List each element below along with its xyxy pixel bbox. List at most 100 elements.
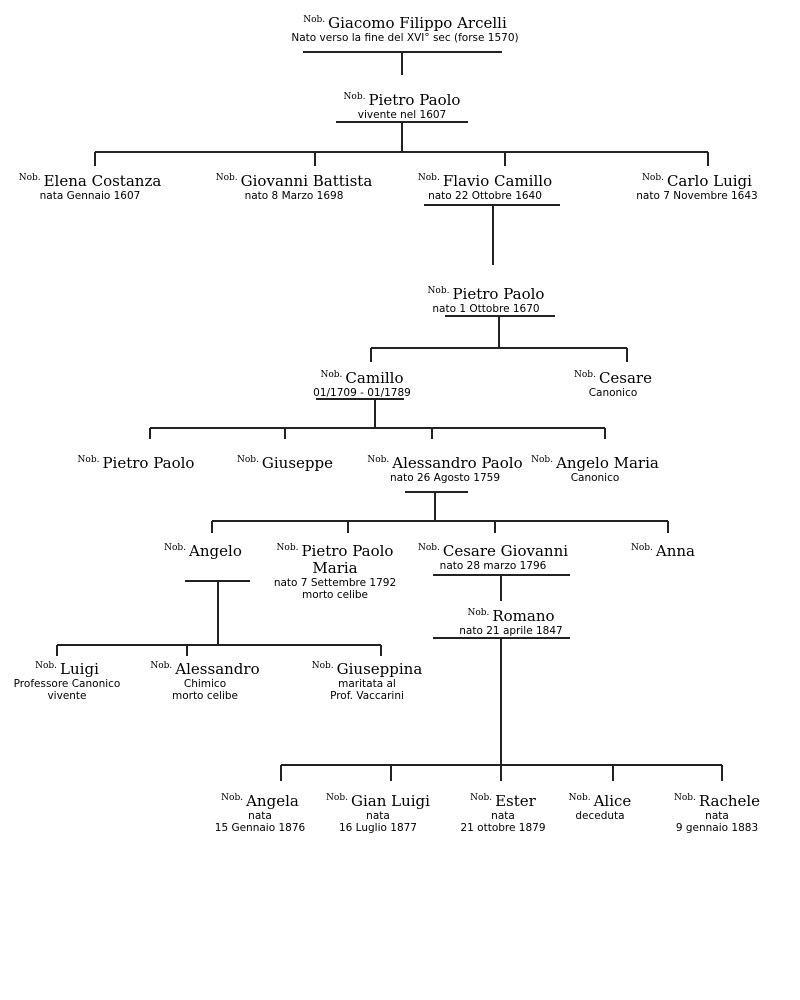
connector-line	[604, 428, 606, 439]
connector-line	[217, 581, 219, 645]
name-text: Alice	[593, 792, 632, 810]
connector-line	[401, 52, 403, 75]
name-text: Giacomo Filippo Arcelli	[328, 14, 507, 32]
title-prefix: Nob.	[77, 455, 100, 465]
connector-line	[500, 638, 502, 765]
connector-line	[211, 521, 213, 533]
name-text: Angelo Maria	[556, 454, 659, 472]
person-name: Nob.Cesare Giovanni	[343, 540, 643, 560]
title-prefix: Nob.	[467, 608, 490, 618]
name-text: Giovanni Battista	[240, 172, 373, 190]
name-text: Angela	[246, 792, 299, 810]
connector-line	[374, 399, 376, 428]
person-info: vivente	[47, 690, 87, 702]
name-text: Cesare Giovanni	[442, 542, 569, 560]
person-name: Nob.Romano	[361, 605, 661, 625]
connector-line	[721, 765, 723, 781]
title-prefix: Nob.	[326, 793, 348, 803]
connector-line	[150, 427, 605, 429]
person-name: Nob.Carlo Luigi	[547, 170, 800, 190]
person-info: nata	[366, 810, 390, 822]
name-text: Giuseppina	[336, 660, 423, 678]
connector-line	[492, 205, 494, 265]
title-prefix: Nob.	[417, 173, 440, 183]
connector-line	[380, 645, 382, 656]
title-prefix: Nob.	[531, 455, 554, 465]
person-info: 15 Gennaio 1876	[214, 822, 306, 834]
person-info: nato 1 Ottobre 1670	[432, 303, 540, 315]
person-info: Canonico	[588, 387, 638, 399]
name-text: Pietro Paolo	[368, 91, 461, 109]
person-name-line2: Maria	[312, 559, 358, 577]
person-name: Nob. Angelo	[53, 540, 353, 560]
name-text: Flavio Camillo	[442, 172, 553, 190]
title-prefix: Nob.	[276, 543, 299, 553]
title-prefix: Nob.	[150, 661, 173, 671]
title-prefix: Nob.	[470, 793, 493, 803]
person-info: nato 7 Novembre 1643	[636, 190, 758, 202]
person-info: nato 8 Marzo 1698	[244, 190, 344, 202]
title-prefix: Nob.	[320, 370, 343, 380]
person-name: Nob.Camillo	[212, 367, 512, 387]
title-prefix: Nob.	[673, 793, 696, 803]
title-prefix: Nob.	[303, 15, 326, 25]
person-angelo: Nob. Angelo	[53, 540, 353, 560]
person-info: nata Gennaio 1607	[39, 190, 141, 202]
person-pietro-paolo-3: Nob.Pietro Paolo	[0, 452, 286, 472]
connector-line	[280, 765, 282, 781]
connector-line	[445, 315, 555, 317]
person-anna: Nob.Anna	[513, 540, 800, 560]
connector-line	[94, 152, 96, 166]
connector-line	[390, 765, 392, 781]
person-name: Nob.Gian Luigi	[228, 790, 528, 810]
person-name: Nob.Elena Costanza	[0, 170, 240, 190]
person-info: nata	[705, 810, 729, 822]
connector-line	[186, 645, 188, 656]
name-text: Angelo	[189, 542, 242, 560]
person-name: Nob.Giovanni Battista	[144, 170, 444, 190]
person-name: Nob.Giacomo Filippo Arcelli	[255, 12, 555, 32]
person-name: Nob.Giuseppe	[135, 452, 435, 472]
person-name: Nob.Pietro Paolo	[0, 452, 286, 472]
title-prefix: Nob.	[35, 661, 58, 671]
title-prefix: Nob.	[343, 92, 366, 102]
name-text: Alessandro	[175, 660, 260, 678]
connector-line	[494, 521, 496, 533]
connector-line	[314, 152, 316, 166]
person-info: nato 28 marzo 1796	[439, 560, 547, 572]
person-name: Nob.Angelo Maria	[445, 452, 745, 472]
person-info: Professore Canonico	[13, 678, 121, 690]
name-text: Elena Costanza	[43, 172, 162, 190]
person-info: 21 ottobre 1879	[460, 822, 546, 834]
person-name: Nob.Flavio Camillo	[335, 170, 635, 190]
person-info: Chimico	[183, 678, 227, 690]
title-prefix: Nob.	[574, 370, 596, 380]
name-text: Pietro Paolo	[102, 454, 195, 472]
name-text: Cesare	[598, 369, 652, 387]
person-name: Nob.Pietro Paolo	[185, 540, 485, 560]
title-prefix: Nob.	[215, 173, 238, 183]
connector-line	[626, 348, 628, 362]
person-info: Canonico	[570, 472, 620, 484]
connector-line	[500, 765, 502, 781]
name-text: Camillo	[345, 369, 404, 387]
name-text: Pietro Paolo	[301, 542, 394, 560]
connector-line	[504, 152, 506, 166]
person-name: Nob.Luigi	[0, 658, 217, 678]
person-info: vivente nel 1607	[357, 109, 447, 121]
person-name: Nob.Cesare	[463, 367, 763, 387]
person-name: Nob.Ester	[353, 790, 653, 810]
person-angela: Nob. Angela nata 15 Gennaio 1876	[110, 790, 410, 835]
name-text: Ester	[495, 792, 536, 810]
person-info: maritata al	[338, 678, 396, 690]
title-prefix: Nob.	[18, 173, 41, 183]
